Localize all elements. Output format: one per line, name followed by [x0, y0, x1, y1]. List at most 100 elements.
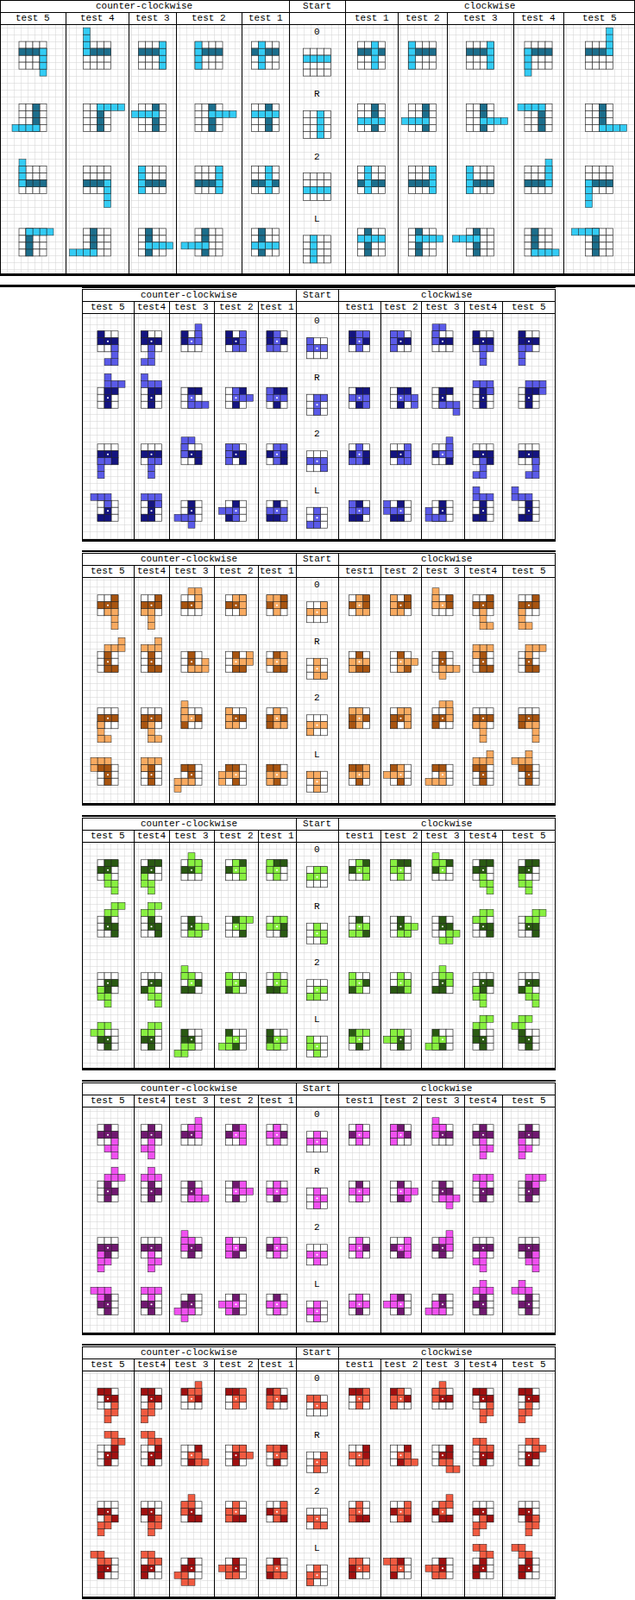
- rotation-box-cell: [538, 187, 546, 195]
- original-piece-cell: [208, 48, 216, 56]
- rotation-box-cell: [208, 187, 216, 195]
- kicked-piece-cell: [111, 609, 119, 617]
- rotation-box-cell: [487, 103, 495, 111]
- rotation-box-cell: [148, 444, 156, 452]
- original-piece-cell: [446, 458, 453, 466]
- original-piece-cell: [371, 103, 379, 111]
- kicked-piece-cell: [111, 345, 119, 353]
- original-piece-cell: [525, 401, 533, 409]
- original-piece-cell: [525, 500, 533, 508]
- rotation-box-cell: [531, 41, 539, 49]
- kicked-piece-cell: [111, 352, 119, 359]
- rotation-box-cell: [472, 458, 480, 466]
- kicked-piece-cell: [194, 62, 202, 70]
- rotation-box-cell: [201, 187, 209, 195]
- kicked-piece-cell: [545, 159, 553, 167]
- kicked-piece-cell: [397, 331, 405, 339]
- kicked-piece-cell: [531, 249, 539, 257]
- rotation-box-cell: [251, 62, 259, 70]
- rotation-box-cell: [606, 249, 614, 257]
- kicked-piece-cell: [266, 387, 274, 395]
- original-piece-cell: [25, 242, 33, 250]
- rotation-box-cell: [487, 242, 495, 250]
- kicked-piece-cell: [585, 187, 593, 195]
- kicked-piece-cell: [111, 358, 119, 366]
- rotation-box-cell: [265, 55, 273, 63]
- rotation-box-cell: [317, 62, 325, 70]
- kicked-piece-cell: [226, 451, 233, 459]
- rotation-box-cell: [310, 194, 318, 202]
- kicked-piece-cell: [25, 228, 33, 236]
- kicked-piece-cell: [155, 380, 163, 388]
- rotation-box-cell: [32, 41, 40, 49]
- rotation-box-cell: [39, 242, 47, 250]
- kicked-piece-cell: [76, 249, 84, 257]
- rotation-box-cell: [358, 166, 365, 174]
- original-piece-cell: [239, 458, 247, 466]
- center-dot: [482, 340, 485, 343]
- kicked-piece-cell: [356, 458, 364, 466]
- kicked-piece-cell: [517, 103, 525, 111]
- kicked-piece-cell: [273, 609, 281, 617]
- kicked-piece-cell: [404, 444, 412, 452]
- rotation-box-cell: [215, 235, 223, 243]
- rotation-box-cell: [599, 249, 607, 257]
- original-piece-cell: [415, 228, 423, 236]
- rotation-box-cell: [472, 401, 480, 409]
- rotation-box-cell: [32, 235, 40, 243]
- kicked-piece-cell: [452, 401, 460, 409]
- kicked-piece-cell: [39, 69, 47, 76]
- original-piece-cell: [404, 338, 412, 346]
- rotation-box-cell: [201, 41, 209, 49]
- original-piece-cell: [538, 110, 546, 118]
- rotation-box-cell: [104, 228, 112, 236]
- kicked-piece-cell: [524, 69, 532, 76]
- original-piece-cell: [432, 451, 440, 459]
- original-piece-cell: [479, 500, 487, 508]
- rotation-box-cell: [83, 117, 91, 125]
- rotation-box-cell: [215, 242, 223, 250]
- center-dot: [234, 340, 237, 343]
- kicked-piece-cell: [425, 514, 433, 522]
- rotation-box-cell: [592, 110, 600, 118]
- kicked-piece-cell: [501, 117, 509, 125]
- kicked-piece-cell: [258, 48, 266, 56]
- rotation-box-cell: [310, 180, 318, 188]
- kicked-piece-cell: [266, 595, 274, 603]
- rotation-box-cell: [307, 451, 315, 459]
- rotation-box-cell: [232, 331, 240, 339]
- kicked-piece-cell: [532, 471, 540, 479]
- rotation-box-cell: [97, 41, 105, 49]
- kicked-piece-cell: [446, 451, 453, 459]
- original-piece-cell: [415, 242, 423, 250]
- original-piece-cell: [272, 180, 280, 188]
- rotation-box-cell: [479, 595, 487, 603]
- rotation-box-cell: [324, 62, 332, 70]
- rotation-box-cell: [303, 180, 311, 188]
- kicked-piece-cell: [363, 394, 371, 402]
- kicked-piece-cell: [432, 602, 440, 610]
- rotation-box-cell: [317, 48, 325, 56]
- original-piece-cell: [90, 228, 98, 236]
- start-piece-cell: [320, 345, 328, 353]
- kicked-piece-cell: [356, 609, 364, 617]
- kicked-piece-cell: [479, 358, 487, 366]
- rotation-box-cell: [524, 117, 532, 125]
- kicked-piece-cell: [371, 117, 379, 125]
- rotation-box-cell: [390, 401, 398, 409]
- rotation-box-cell: [303, 235, 311, 243]
- rotation-box-cell: [429, 249, 437, 257]
- original-piece-cell: [188, 500, 195, 508]
- rotation-box-cell: [487, 173, 495, 181]
- original-piece-cell: [208, 103, 216, 111]
- rotation-box-cell: [358, 242, 365, 250]
- rotation-box-cell: [83, 228, 91, 236]
- start-piece-cell: [317, 124, 325, 132]
- rotation-box-cell: [378, 187, 386, 195]
- center-dot: [315, 347, 318, 350]
- original-piece-cell: [280, 602, 288, 610]
- rotation-box-cell: [439, 595, 447, 603]
- kicked-piece-cell: [104, 373, 112, 381]
- kicked-piece-cell: [404, 451, 412, 459]
- rotation-box-cell: [397, 595, 405, 603]
